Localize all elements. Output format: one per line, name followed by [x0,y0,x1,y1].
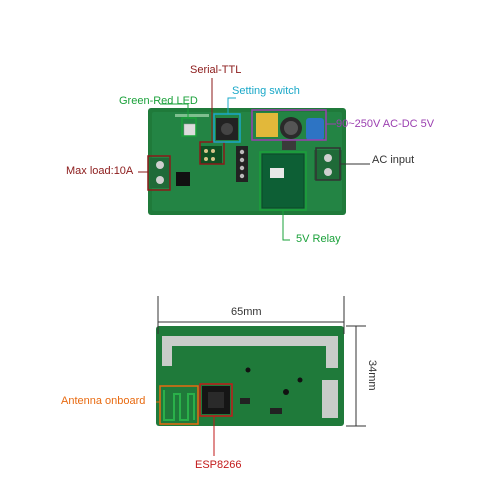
width-dimension-label: 65mm [231,306,262,318]
max-load-highlight-box [147,155,171,191]
switch-leader [227,97,236,114]
esp8266-chip [202,386,230,414]
bottom-leader-lines [156,401,215,456]
dimension-lines [157,296,366,427]
esp8266-label: ESP8266 [195,459,242,471]
ac-input-label: AC input [372,154,415,166]
antenna-label: Antenna onboard [61,395,146,407]
led-leader [160,103,189,118]
relay-component [261,153,305,209]
switch-highlight-box [213,113,241,143]
height-dimension-label: 34mm [366,360,378,391]
load-terminal [150,158,170,188]
setting-switch-label: Setting switch [232,85,300,97]
antenna-highlight-box [159,385,199,425]
serial-ttl-label: Serial-TTL [190,64,242,76]
power-module-label: 90~250V AC-DC 5V [336,118,435,130]
ac-input-terminal [314,150,342,180]
power-module-component [256,113,324,150]
serial-ttl-header [200,146,222,164]
power-highlight-box [251,109,327,141]
header-pins [236,146,248,182]
top-pcb-board [147,108,346,215]
bottom-pcb-board [156,326,344,426]
green-red-led-label: Green-Red LED [119,95,198,107]
antenna-component [163,390,195,421]
esp8266-highlight-box [199,383,233,417]
top-leader-lines [138,78,370,241]
led-component [183,123,197,137]
led-highlight-box [181,117,197,137]
relay-leader [282,210,290,241]
relay-label: 5V Relay [296,233,341,245]
setting-switch-component [216,118,238,140]
max-load-label: Max load:10A [66,165,134,177]
